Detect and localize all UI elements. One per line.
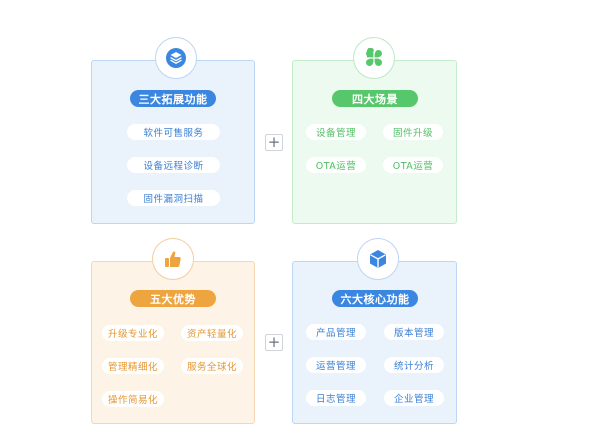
tag-product-management: 产品管理	[306, 324, 366, 340]
tag-firmware-scan: 固件漏洞扫描	[127, 190, 220, 206]
thumbs-up-icon	[152, 238, 194, 280]
tag-operation-management: 运营管理	[306, 357, 366, 373]
tag-ota-operation-2: OTA运营	[383, 157, 443, 173]
extend-features-title: 三大拓展功能	[130, 90, 216, 107]
tag-statistics-analysis: 统计分析	[384, 357, 444, 373]
tag-software-service: 软件可售服务	[127, 124, 220, 140]
tag-lightweight-assets: 资产轻量化	[181, 325, 243, 341]
tag-easy-operation: 操作简易化	[102, 391, 164, 407]
tag-professional-upgrade: 升级专业化	[102, 325, 164, 341]
plus-icon: +	[265, 334, 283, 351]
tag-firmware-upgrade: 固件升级	[383, 124, 443, 140]
tag-enterprise-management: 企业管理	[384, 390, 444, 406]
clover-icon	[353, 37, 395, 79]
tag-global-service: 服务全球化	[181, 358, 243, 374]
tag-refined-management: 管理精细化	[102, 358, 164, 374]
five-advantages-title: 五大优势	[130, 290, 216, 307]
plus-icon: +	[265, 134, 283, 151]
cube-icon	[357, 238, 399, 280]
tag-remote-diagnosis: 设备远程诊断	[127, 157, 220, 173]
four-scenes-title: 四大场景	[332, 90, 418, 107]
tag-ota-operation-1: OTA运营	[306, 157, 366, 173]
tag-version-management: 版本管理	[384, 324, 444, 340]
tag-device-management: 设备管理	[306, 124, 366, 140]
tag-log-management: 日志管理	[306, 390, 366, 406]
layers-icon	[155, 37, 197, 79]
four-scenes-card	[292, 60, 457, 224]
six-core-features-title: 六大核心功能	[332, 290, 418, 307]
